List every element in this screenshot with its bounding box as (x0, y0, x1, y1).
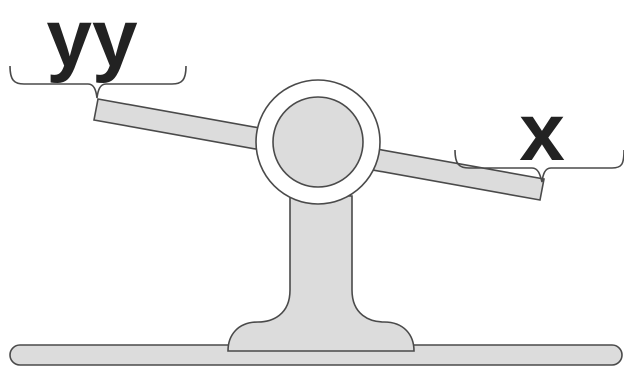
pivot-disc (273, 97, 363, 187)
scale-stand (228, 196, 414, 351)
left-pan-label: yy (46, 0, 138, 84)
right-pan-label: x (519, 87, 565, 178)
